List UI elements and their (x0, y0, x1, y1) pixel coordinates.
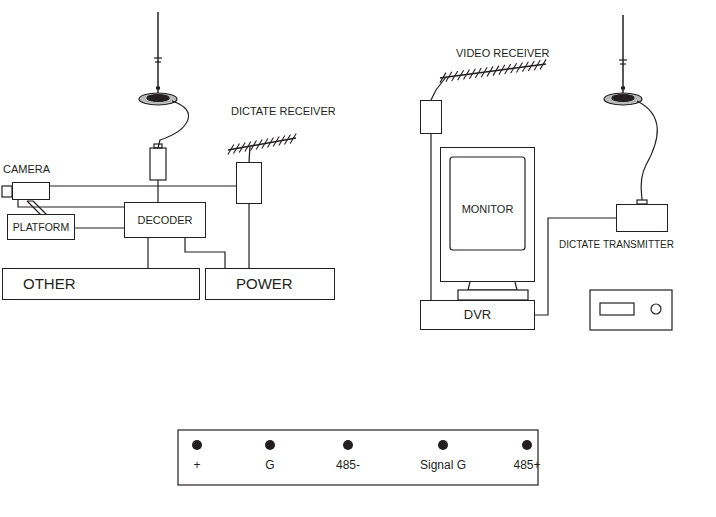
yagi-element (475, 68, 481, 78)
yagi-element (493, 66, 499, 76)
terminal-strip (178, 430, 538, 485)
yagi-feed (431, 77, 446, 100)
antenna-cable (637, 101, 657, 200)
yagi-feed (249, 146, 250, 162)
module-wire (157, 180, 158, 202)
yagi-element (499, 65, 505, 75)
pin-name: 485+ (513, 459, 540, 472)
node-label: VIDEO RECEIVER (456, 47, 550, 60)
wire-connector (248, 204, 249, 268)
camera-body: CAMERA (12, 182, 50, 200)
wire-connector (535, 218, 616, 315)
yagi-element (511, 63, 517, 73)
platform-box: PLATFORM (7, 214, 75, 240)
node-label: OTHER (23, 275, 76, 292)
pin-name: 485- (336, 459, 360, 472)
yagi-element (458, 70, 464, 80)
receiver-box: VIDEO RECEIVER (420, 100, 442, 134)
yagi-boom (228, 138, 296, 150)
yagi-element (446, 72, 452, 82)
camera-lens (2, 186, 12, 197)
yagi-element (262, 139, 268, 149)
yagi-element (522, 62, 528, 72)
yagi-element (228, 145, 234, 155)
yagi-element (279, 136, 285, 146)
controller-knob (651, 304, 661, 314)
yagi-element (487, 66, 493, 76)
wire-connector (430, 134, 431, 300)
receiver-box: DICTATE RECEIVER (236, 162, 262, 204)
whip-antenna (604, 15, 642, 105)
antenna-module (150, 148, 166, 180)
antenna-connector (154, 144, 162, 148)
wire-connector (185, 238, 225, 268)
monitor: MONITOR (440, 147, 535, 282)
yagi-element (285, 135, 291, 145)
pin-name: G (265, 459, 274, 472)
monitor-screen (450, 157, 525, 250)
yagi-element (540, 59, 546, 69)
yagi-elements (228, 59, 546, 154)
controller-display (600, 303, 634, 315)
yagi-element (528, 61, 534, 71)
wire-connector (75, 227, 124, 228)
wire-connector (50, 185, 236, 186)
yagi-element (256, 140, 262, 150)
yagi-element (251, 141, 257, 151)
node-label: DVR (464, 308, 491, 323)
pin-name: Signal G (420, 459, 466, 472)
node-label: PLATFORM (13, 221, 69, 233)
yagi-element (481, 67, 487, 77)
yagi-element (464, 70, 470, 80)
monitor-stand (468, 282, 517, 290)
yagi-element (268, 138, 274, 148)
node-label: DICTATE RECEIVER (231, 105, 336, 118)
node-label: CAMERA (3, 163, 50, 176)
monitor-foot (458, 290, 528, 300)
controller-device (590, 290, 672, 330)
node-label: DECODER (137, 214, 192, 227)
transmitter-box: DICTATE TRANSMITTER (616, 204, 668, 232)
yagi-boom (440, 64, 546, 78)
wire-connector (147, 238, 148, 268)
yagi-element (534, 60, 540, 70)
terminal-dots (192, 440, 532, 450)
pin-name: + (193, 459, 200, 472)
yagi-element (234, 144, 240, 154)
node-label: MONITOR (462, 203, 514, 216)
wire-connector (18, 200, 124, 207)
yagi-element (440, 73, 446, 83)
yagi-element (239, 143, 245, 153)
yagi-element (505, 64, 511, 74)
whip-antenna (139, 12, 177, 105)
yagi-element (469, 69, 475, 79)
node-label: DICTATE TRANSMITTER (559, 239, 674, 251)
yagi-element (290, 134, 296, 144)
yagi-element (517, 63, 523, 73)
yagi-element (273, 137, 279, 147)
antenna-cable (158, 101, 189, 148)
decoder-box: DECODER (124, 202, 206, 238)
power-box: POWER (205, 268, 335, 300)
dvr-box: DVR (420, 300, 535, 330)
yagi-element (245, 142, 251, 152)
other-box: OTHER (2, 268, 200, 300)
node-label: POWER (236, 275, 293, 292)
yagi-element (452, 71, 458, 81)
